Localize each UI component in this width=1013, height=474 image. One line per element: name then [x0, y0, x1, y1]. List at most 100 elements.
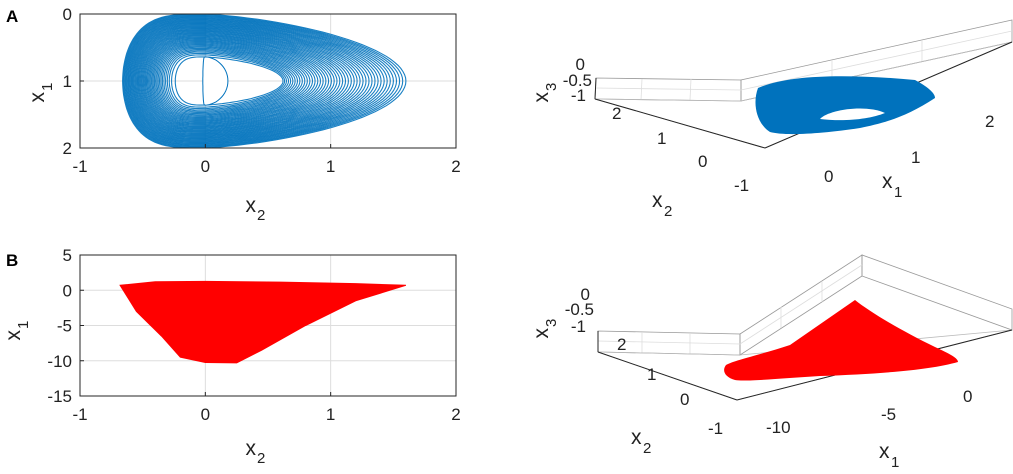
a3d-wall-grid-line [595, 87, 742, 91]
a2d-orbit-line [149, 37, 321, 125]
a2d-orbit-line [139, 29, 347, 133]
b2d-ytick-label: 0 [63, 281, 72, 300]
a2d-orbit-line [150, 38, 319, 124]
a3d-ytick: 2 [612, 104, 621, 123]
a2d-orbit-line [122, 13, 407, 149]
b3d-ytick: 0 [680, 390, 689, 409]
a3d-ylabel-sub: 2 [664, 203, 672, 220]
a2d-xlabel: x [246, 194, 257, 217]
a3d-ztick: -0.5 [563, 71, 592, 90]
a2d-orbit-line [141, 31, 341, 131]
a3d-ytick: 1 [657, 129, 666, 148]
b3d-ztick: -1 [571, 317, 586, 336]
b2d-ytick-label: 5 [63, 246, 72, 265]
b3d-attractor [724, 300, 958, 381]
a3d-wall-grid-line [640, 78, 643, 101]
b3d-front-edge-left [597, 351, 738, 401]
b2d-ylabel-group: x 1 [2, 321, 32, 341]
a3d-ytick: 0 [698, 152, 707, 171]
a3d-ytick: -1 [734, 176, 749, 195]
a2d-orbit-line [148, 36, 324, 126]
a2d-ylabel-group: x 1 [26, 83, 56, 103]
b2d-xtick-label: 2 [451, 405, 460, 424]
a2d-orbit-line [123, 14, 401, 148]
a2d-orbit-line [166, 51, 290, 111]
a3d-ylabel: x [652, 189, 663, 212]
a2d-orbit-line [156, 43, 306, 119]
a2d-orbit-line [152, 40, 314, 122]
a3d-xtick: 2 [985, 112, 994, 131]
a2d-orbit-line [135, 25, 361, 137]
b3d-zlabel-sub: 3 [543, 319, 560, 327]
a2d-orbit-line [136, 26, 358, 136]
a2d-xtick-label: 0 [201, 157, 210, 176]
a2d-orbit-line [171, 54, 286, 108]
b3d-xlabel-sub: 1 [891, 454, 899, 471]
a3d-xtick: 0 [824, 167, 833, 186]
b2d-series-red [119, 280, 407, 364]
a3d-zlabel: x [530, 92, 553, 103]
b3d-ylabel: x [631, 426, 642, 449]
a3d-xlabel: x [882, 170, 893, 193]
a3d-series-blue [755, 76, 935, 135]
a3d-zlabel-sub: 3 [543, 83, 560, 91]
a2d-orbit-line [151, 39, 316, 123]
a2d-orbit-line [157, 44, 303, 118]
b3d-zlabel-group: x 3 [530, 319, 560, 339]
a2d-orbit-line [127, 18, 385, 144]
chart-a-3d: 0 -0.5 -1 2 1 0 -1 0 1 2 x 1 x 2 x 3 [530, 19, 1013, 220]
b3d-ztick: -0.5 [565, 300, 594, 319]
b3d-back-wall-right [861, 254, 1013, 331]
a2d-series-blue [122, 13, 407, 149]
b3d-xlabel: x [879, 440, 890, 463]
a2d-orbit-line [132, 22, 370, 140]
b2d-filled-region [119, 280, 407, 364]
b3d-ytick: 1 [647, 365, 656, 384]
a2d-orbit-line [155, 42, 308, 120]
a2d-orbit-line [144, 33, 332, 129]
a3d-attractor [755, 76, 935, 135]
a2d-orbit-line [133, 23, 367, 139]
b2d-xtick-label: 0 [201, 405, 210, 424]
a2d-orbit-line [127, 18, 388, 144]
a2d-orbit-line [153, 41, 311, 121]
a2d-orbit-line [140, 30, 344, 132]
a2d-orbit-line [122, 14, 404, 148]
b2d-xlabel-sub: 2 [257, 450, 265, 467]
chart-b-3d: 0 -0.5 -1 2 1 0 -1 -10 -5 0 x 1 x 2 x 3 [530, 254, 1013, 471]
a2d-ytick-label: 2 [63, 139, 72, 158]
a2d-xtick-label: 1 [326, 157, 335, 176]
a3d-ztick: 0 [576, 55, 585, 74]
b3d-ylabel-sub: 2 [643, 440, 651, 457]
b3d-wall-grid-line [597, 340, 741, 345]
b3d-xtick: 0 [963, 387, 972, 406]
b3d-wall-grid-line [739, 264, 863, 345]
a2d-xtick-label: -1 [72, 157, 87, 176]
a2d-orbit-line [137, 27, 352, 135]
b2d-ylabel-sub: 1 [15, 321, 32, 329]
a3d-front-edge-left [594, 98, 766, 149]
b3d-ztick: 0 [581, 285, 590, 304]
a2d-orbit-line [125, 16, 394, 146]
a2d-orbit-line [126, 17, 391, 145]
b3d-ytick: 2 [617, 335, 626, 354]
b2d-ytick-label: -10 [47, 352, 72, 371]
a2d-orbit-line [143, 33, 335, 129]
a2d-orbit-line [174, 56, 284, 106]
a2d-orbit-line [146, 35, 327, 127]
a2d-xtick-label: 2 [451, 157, 460, 176]
b2d-xtick-label: 1 [326, 405, 335, 424]
a2d-orbit-line [129, 20, 379, 142]
a2d-orbit-line [160, 46, 299, 116]
a2d-ytick-label: 0 [63, 5, 72, 24]
b2d-ytick-label: -15 [47, 387, 72, 406]
a2d-orbit-line [128, 19, 382, 143]
b2d-xlabel: x [246, 437, 257, 460]
b3d-wall-grid [597, 264, 863, 354]
a2d-orbit-line [134, 24, 364, 138]
b2d-xtick-label: -1 [72, 405, 87, 424]
a3d-ztick: -1 [571, 86, 586, 105]
a2d-orbit-line [168, 52, 288, 110]
